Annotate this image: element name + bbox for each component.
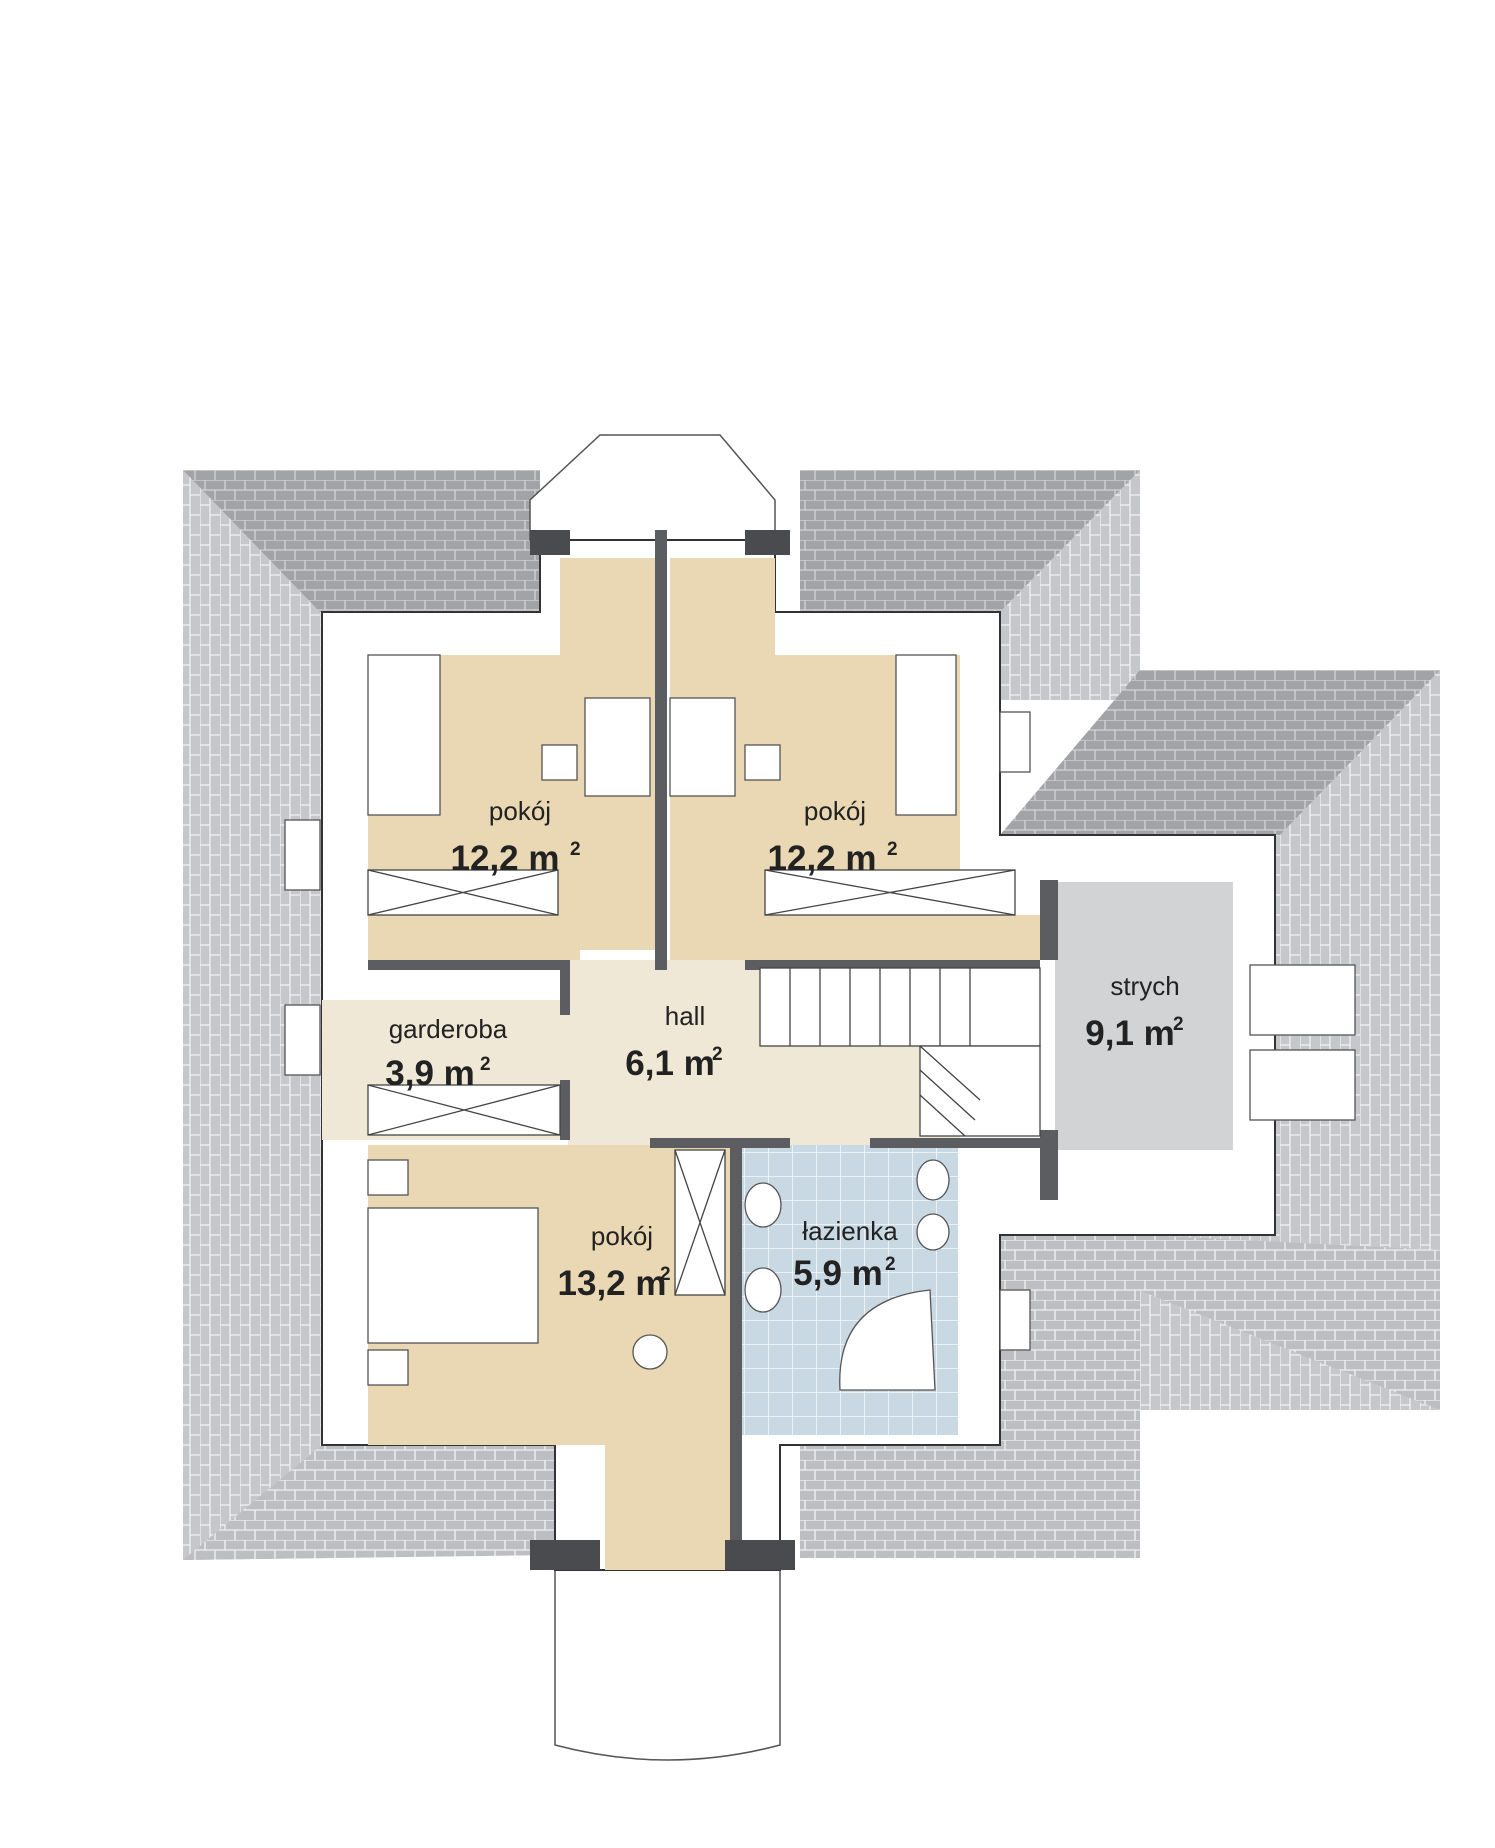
room-area-sup: 2 bbox=[480, 1054, 491, 1075]
room-name: strych bbox=[1110, 971, 1179, 1001]
room-area: 13,2 m bbox=[558, 1264, 667, 1303]
room-area-sup: 2 bbox=[570, 839, 581, 860]
room-strych-floor bbox=[1055, 882, 1233, 1150]
room-area: 6,1 m bbox=[625, 1044, 715, 1083]
bay-window-south bbox=[554, 1569, 781, 1761]
room-pokoj-nw-floor bbox=[368, 558, 660, 960]
room-name: garderoba bbox=[389, 1014, 508, 1044]
room-area-sup: 2 bbox=[712, 1044, 723, 1065]
room-name: pokój bbox=[591, 1221, 653, 1251]
room-area: 12,2 m bbox=[768, 839, 877, 878]
room-area-sup: 2 bbox=[885, 1254, 896, 1275]
room-label-strych: strych 9,1 m 2 bbox=[1085, 971, 1183, 1053]
room-name: pokój bbox=[804, 796, 866, 826]
room-label-lazienka: łazienka 5,9 m 2 bbox=[793, 1216, 898, 1293]
staircase bbox=[759, 967, 1041, 1137]
room-label-garderoba: garderoba 3,9 m 2 bbox=[385, 1014, 508, 1093]
windows bbox=[284, 711, 1356, 1351]
furniture-pokoj-s bbox=[367, 1159, 668, 1386]
room-name: łazienka bbox=[802, 1216, 898, 1246]
interior-walls bbox=[368, 530, 1058, 1570]
room-area-sup: 2 bbox=[887, 839, 898, 860]
closets bbox=[367, 869, 1016, 1296]
room-name: hall bbox=[665, 1001, 705, 1031]
room-area-sup: 2 bbox=[660, 1264, 671, 1285]
room-area-sup: 2 bbox=[1173, 1014, 1184, 1035]
room-label-pokoj-nw: pokój 12,2 m 2 bbox=[451, 796, 581, 878]
furniture-pokoj-nw bbox=[367, 654, 957, 816]
room-label-pokoj-ne: pokój 12,2 m 2 bbox=[768, 796, 898, 878]
room-area: 12,2 m bbox=[451, 839, 560, 878]
room-area: 9,1 m bbox=[1085, 1014, 1175, 1053]
bath-fixtures bbox=[744, 1159, 950, 1391]
room-label-pokoj-s: pokój 13,2 m 2 bbox=[558, 1221, 671, 1303]
room-name: pokój bbox=[489, 796, 551, 826]
room-label-hall: hall 6,1 m 2 bbox=[625, 1001, 722, 1083]
room-area: 3,9 m bbox=[385, 1054, 475, 1093]
room-area: 5,9 m bbox=[793, 1254, 883, 1293]
